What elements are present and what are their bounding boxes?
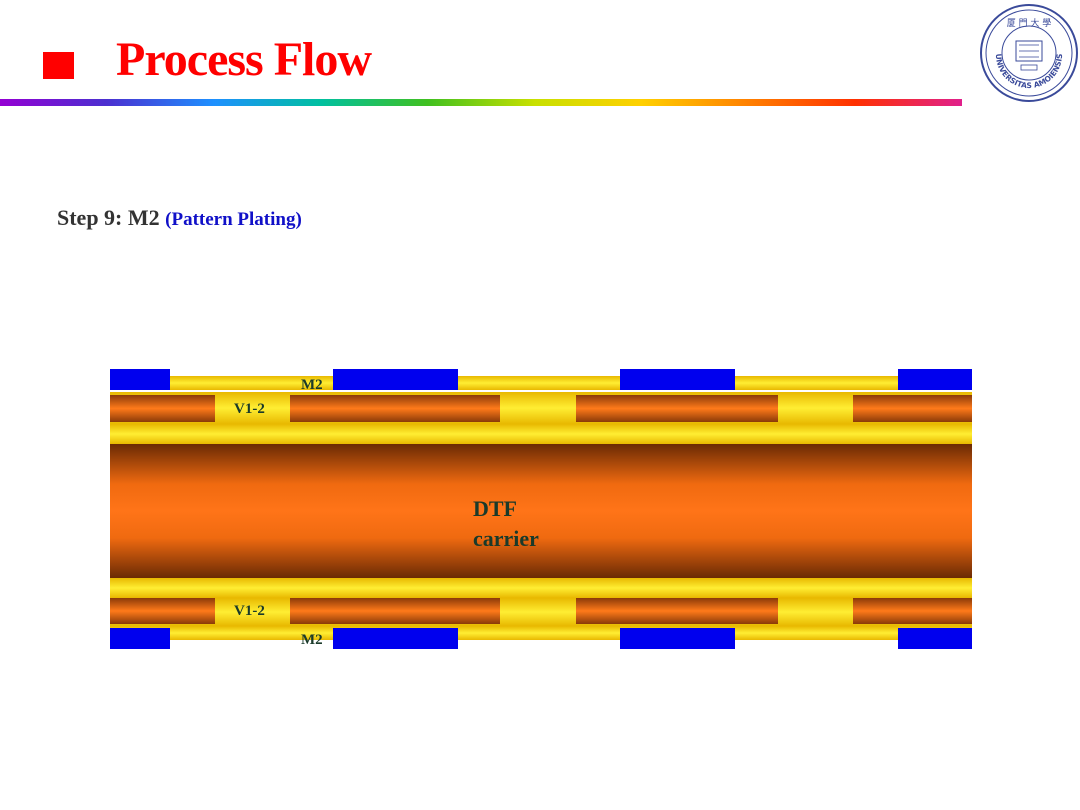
photoresist-top bbox=[110, 369, 972, 390]
page-title: Process Flow bbox=[116, 33, 372, 86]
step-label: Step 9: M2 bbox=[57, 205, 160, 230]
dielectric-top bbox=[110, 395, 972, 422]
dielectric-top-4 bbox=[853, 395, 972, 422]
step-heading: Step 9: M2 (Pattern Plating) bbox=[57, 205, 302, 231]
step-sublabel: (Pattern Plating) bbox=[165, 209, 302, 230]
dielectric-top-2 bbox=[290, 395, 500, 422]
resist-block-bottom-4 bbox=[898, 628, 972, 649]
photoresist-bottom bbox=[110, 628, 972, 649]
label-v12-top: V1-2 bbox=[234, 401, 265, 417]
resist-block-bottom-2 bbox=[333, 628, 458, 649]
dielectric-top-1 bbox=[110, 395, 215, 422]
dielectric-bottom bbox=[110, 598, 972, 624]
dielectric-bottom-3 bbox=[576, 598, 778, 624]
dielectric-bottom-2 bbox=[290, 598, 500, 624]
via-copper-bottom bbox=[110, 598, 972, 626]
resist-block-top-1 bbox=[110, 369, 170, 390]
label-core-line1: DTF bbox=[473, 496, 517, 521]
copper-top-inner bbox=[110, 424, 972, 444]
copper-bottom-inner bbox=[110, 578, 972, 598]
university-seal-logo: 厦 門 大 學 UNIVERSITAS AMOIENSIS bbox=[980, 4, 1078, 102]
label-core-line2: carrier bbox=[473, 526, 539, 551]
m2-copper-bottom bbox=[110, 626, 972, 640]
rainbow-divider bbox=[0, 99, 962, 106]
label-m2-bottom: M2 bbox=[301, 632, 323, 648]
title-bullet bbox=[43, 52, 74, 79]
dielectric-bottom-1 bbox=[110, 598, 215, 624]
label-m2-top: M2 bbox=[301, 377, 323, 393]
m2-copper-top bbox=[110, 376, 972, 390]
seal-chinese-text: 厦 門 大 學 bbox=[1007, 17, 1052, 29]
resist-block-top-3 bbox=[620, 369, 735, 390]
resist-block-bottom-1 bbox=[110, 628, 170, 649]
dielectric-top-3 bbox=[576, 395, 778, 422]
label-v12-bottom: V1-2 bbox=[234, 603, 265, 619]
resist-block-top-2 bbox=[333, 369, 458, 390]
dielectric-bottom-4 bbox=[853, 598, 972, 624]
via-copper-top bbox=[110, 392, 972, 424]
resist-block-bottom-3 bbox=[620, 628, 735, 649]
resist-block-top-4 bbox=[898, 369, 972, 390]
dtf-carrier-core bbox=[110, 444, 972, 578]
